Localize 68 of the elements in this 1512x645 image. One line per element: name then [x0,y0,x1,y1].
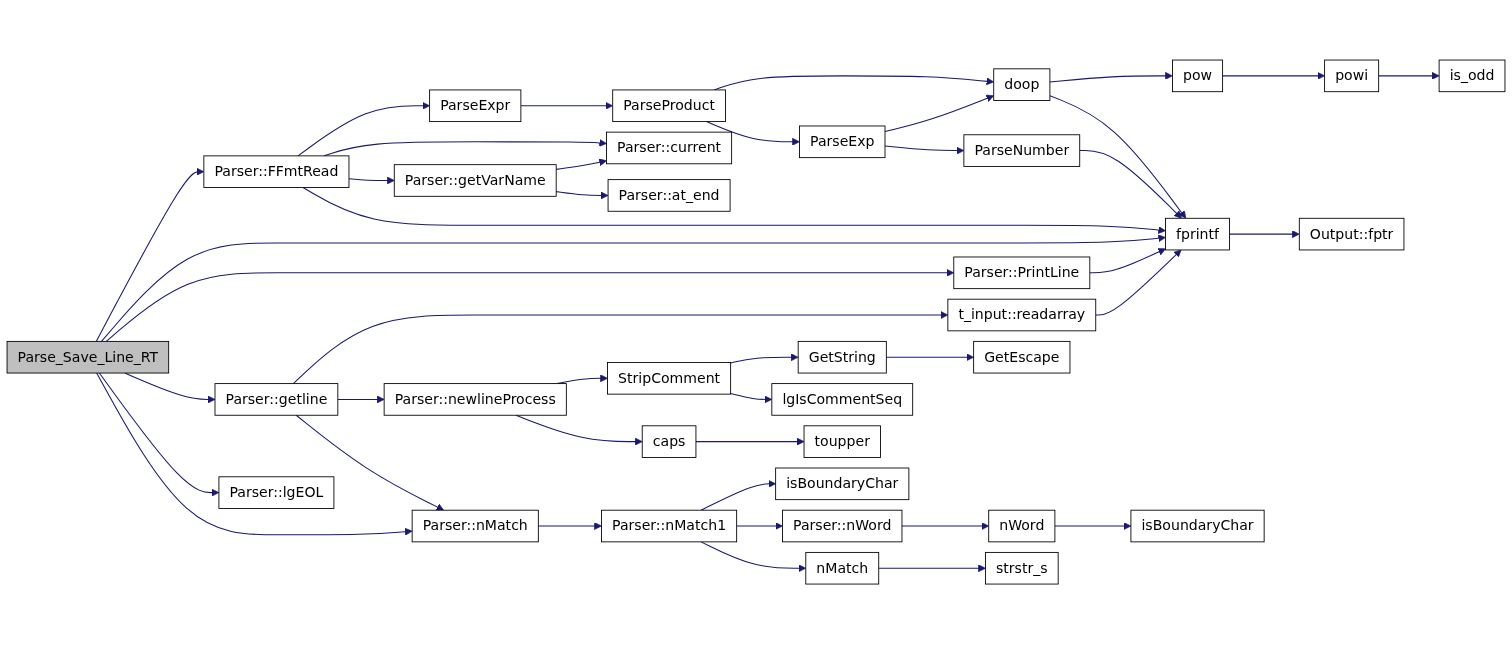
arrow [730,353,799,365]
arrow [98,372,220,497]
arrow [302,187,1166,235]
node-box: ParseExpr [429,89,522,123]
arrow [520,102,614,111]
node-box: Parser::getline [214,383,339,417]
arrow [736,522,783,531]
arrow [95,168,205,343]
node-box: strstr_s [985,552,1059,585]
node-box: powi [1324,60,1380,93]
arrow [885,353,974,362]
arrow [297,102,430,157]
node-box: ParseExp [799,126,886,159]
arrow [292,311,949,385]
arrow [901,522,990,531]
node-box: fprintf [1165,218,1230,251]
arrow [105,269,955,343]
arrow [1378,72,1440,81]
arrow [700,480,776,512]
arrow [555,158,607,171]
node-box: ParseProduct [612,89,726,123]
arrow [295,415,445,511]
arrow [337,396,385,404]
node-box: Parser::newlineProcess [383,383,567,417]
node-box: t_input::readarray [947,299,1097,332]
node-box: Parser::at_end [607,179,731,213]
node-box: toupper [803,425,881,459]
node-box: pow [1172,60,1224,93]
arrow [878,564,986,573]
arrow [96,372,413,536]
node-box: GetString [797,341,887,374]
arrow [1229,230,1300,239]
node-box: Parser::nMatch1 [601,510,738,543]
arrow [884,146,965,155]
arrow [1095,250,1182,316]
node-box: is_odd [1438,60,1506,93]
node-box: Parser::FFmtRead [203,155,350,189]
node-box: nWord [988,510,1056,543]
arrow [100,234,1166,343]
node-box: caps [641,425,697,459]
arrow [1054,522,1132,531]
node-box: doop [993,68,1051,102]
arrow [537,522,602,531]
arrow [884,95,995,133]
node-box: Parser::nMatch [411,510,539,543]
node-box: Parse_Save_Line_RT [6,341,170,374]
node-box: lgIsCommentSeq [771,383,914,417]
node-box: isBoundaryChar [775,468,910,501]
node-box: StripComment [607,362,732,396]
node-box: nMatch [805,552,880,585]
arrow [1049,95,1187,220]
node-box: Parser::lgEOL [218,476,335,510]
node-box: Parser::current [606,132,733,165]
node-box: Parser::nWord [782,510,903,543]
node-box: Output::fptr [1298,218,1405,251]
node-box: ParseNumber [963,134,1081,168]
arrow [348,177,395,185]
arrow [695,438,805,446]
node-box: isBoundaryChar [1130,510,1265,543]
node-box: Parser::getVarName [393,164,557,198]
arrow [730,393,773,404]
arrow [1089,248,1166,274]
arrow [1049,72,1173,83]
node-box: GetEscape [973,341,1071,374]
arrow [555,191,609,200]
node-box: Parser::PrintLine [953,257,1091,290]
arrow [1222,72,1325,81]
arrow [1079,150,1182,220]
